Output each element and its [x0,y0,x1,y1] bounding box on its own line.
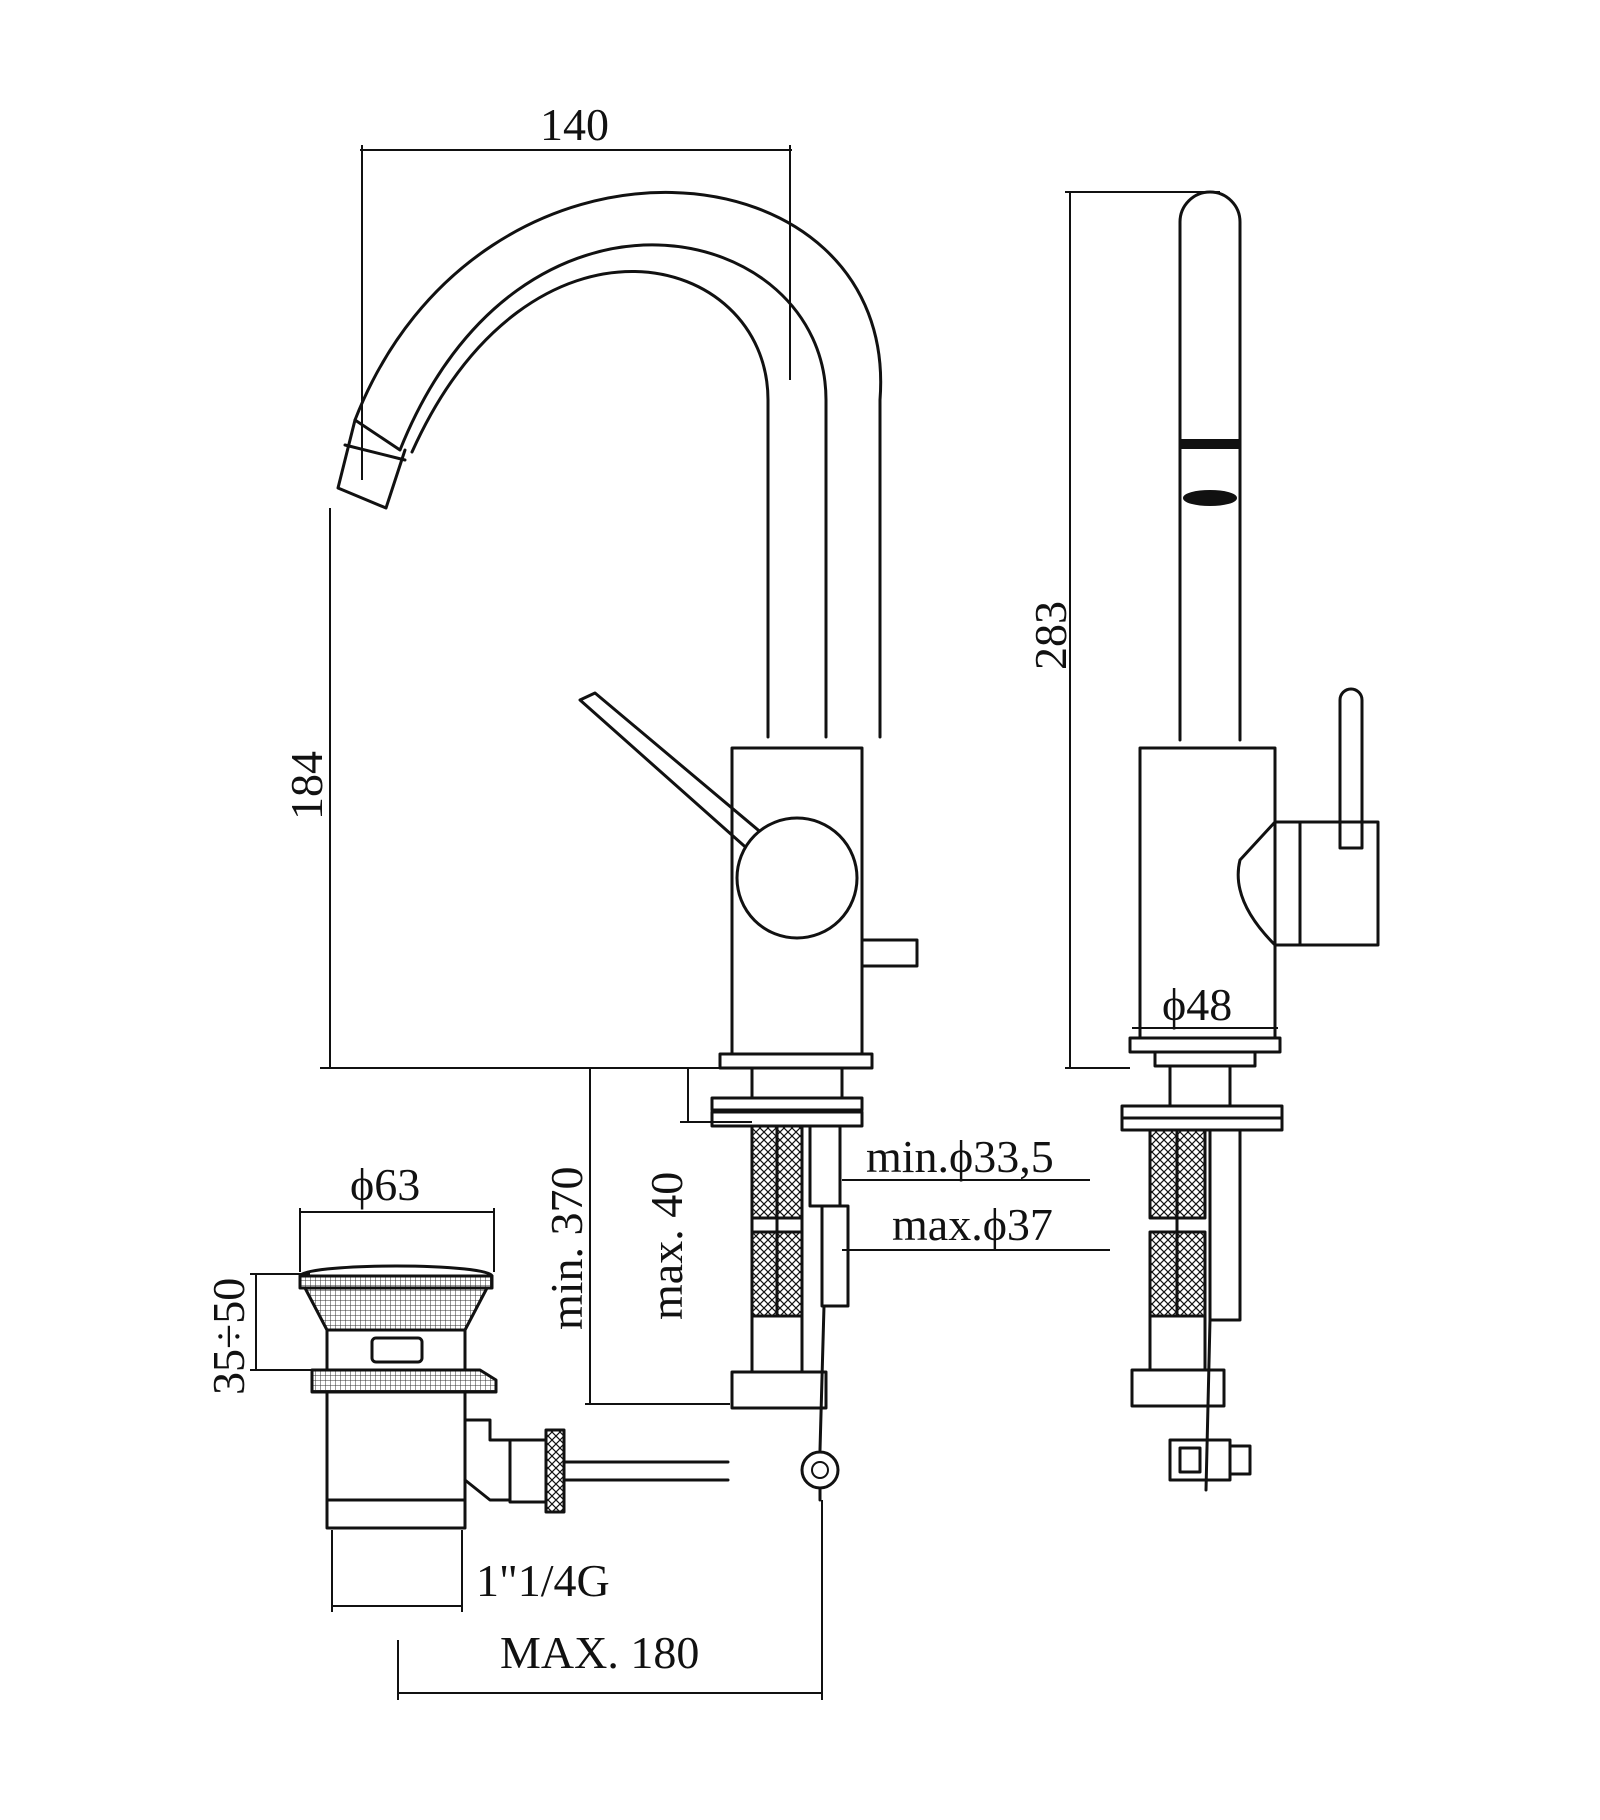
mixer-side-view [1120,190,1380,1492]
mixer-base [718,1052,874,1070]
dimension-lines [250,145,1278,1700]
dim-below-deck: min. 370 [541,1166,592,1330]
mixer-front-view [336,190,919,1502]
dim-overall-height: 283 [1025,601,1076,670]
dim-spout-reach: 140 [540,99,609,150]
dim-waste-adjust: 35÷50 [203,1278,254,1395]
lever-hub [735,816,859,940]
dim-deck-thickness: max. 40 [641,1172,692,1320]
dim-hole-min: min.ϕ33,5 [866,1131,1054,1182]
dim-hole-max: max.ϕ37 [892,1199,1053,1250]
popup-waste [298,1264,730,1530]
spout-inner [410,270,770,739]
side-spout [1178,190,1242,742]
lever [578,691,772,862]
popup-knob [860,938,919,968]
spout-outer [353,190,883,739]
dim-waste-diameter: ϕ63 [350,1159,420,1210]
rod-clamp [800,1450,840,1490]
spout-tip [336,418,407,510]
dim-rod-length: MAX. 180 [500,1627,699,1678]
dim-body-diameter: ϕ48 [1162,979,1232,1030]
dim-waste-thread: 1"1/4G [476,1555,610,1606]
dim-spout-height: 184 [281,751,332,820]
